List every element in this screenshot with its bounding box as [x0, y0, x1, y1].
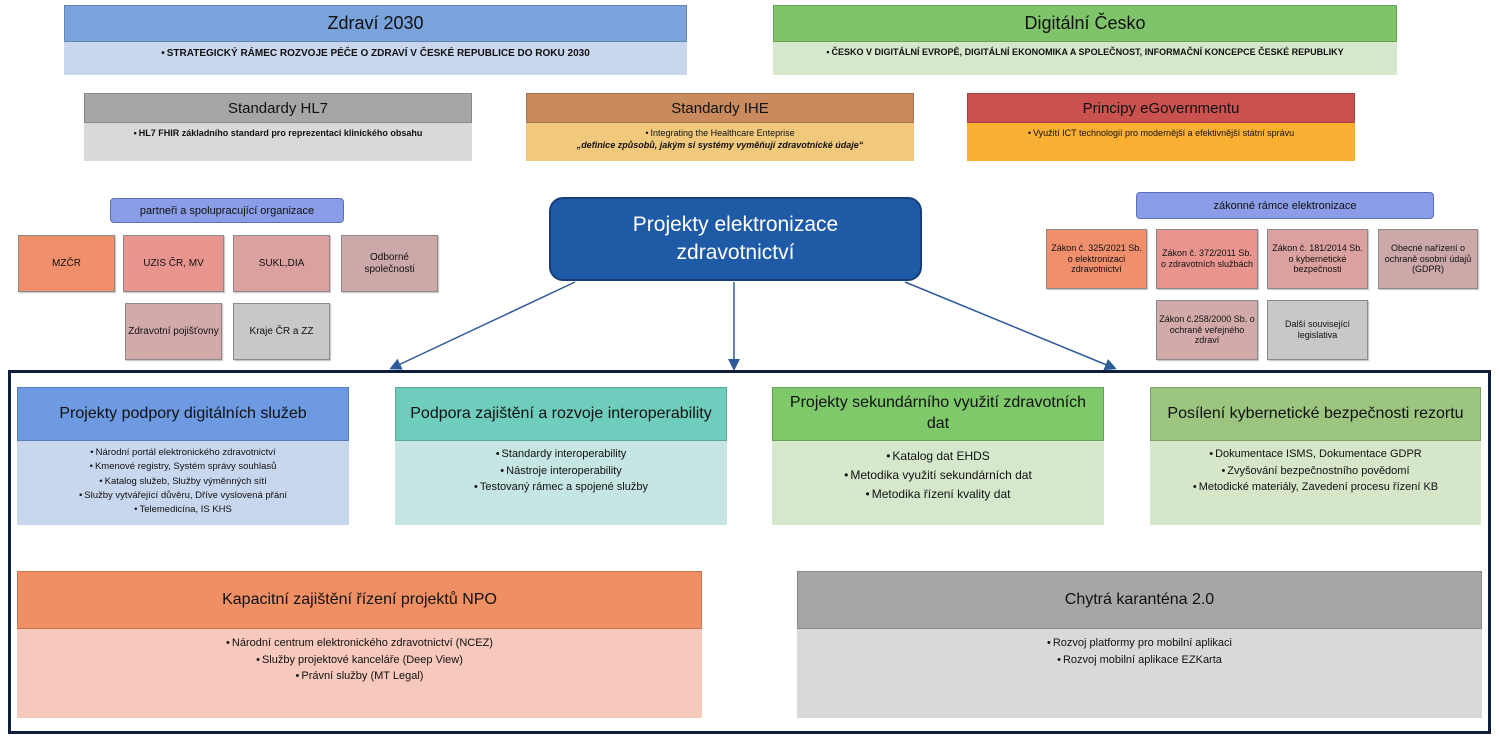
pillar-digital-services-item: Národní portál elektronického zdravotnic… [79, 446, 287, 460]
pillar-secondary-data-header: Projekty sekundárního využití zdravotníc… [772, 387, 1104, 441]
pillar-cyber-security-header: Posílení kybernetické bezpečnosti rezort… [1150, 387, 1481, 441]
npo-capacity-item: Právní služby (MT Legal) [226, 668, 493, 685]
pillar-interoperability-item: Standardy interoperability [474, 446, 648, 463]
law-181-2014: Zákon č. 181/2014 Sb. o kybernetické bez… [1267, 229, 1368, 289]
pillar-secondary-data-item: Metodika řízení kvality dat [844, 485, 1032, 504]
egov-title: Principy eGovernmentu [1082, 99, 1240, 117]
partner-pojistovny: Zdravotní pojišťovny [125, 303, 222, 360]
npo-capacity-item: Národní centrum elektronického zdravotni… [226, 635, 493, 652]
partner-uzis-label: UZIS ČR, MV [143, 257, 204, 269]
npo-capacity-body: Národní centrum elektronického zdravotni… [17, 629, 702, 718]
pillar-interoperability-item: Nástroje interoperability [474, 463, 648, 480]
law-258-2000-label: Zákon č.258/2000 Sb. o ochraně veřejného… [1159, 313, 1255, 346]
digitalni-cesko-text: ČESKO V DIGITÁLNÍ EVROPĚ, DIGITÁLNÍ EKON… [826, 47, 1344, 57]
pillar-interoperability-header: Podpora zajištění a rozvoje interoperabi… [395, 387, 727, 441]
pillar-cyber-security-item: Dokumentace ISMS, Dokumentace GDPR [1193, 446, 1438, 463]
digitalni-cesko-title: Digitální Česko [1024, 13, 1146, 33]
partners-label-text: partneři a spolupracující organizace [139, 204, 315, 217]
zdravi-2030-body: STRATEGICKÝ RÁMEC ROZVOJE PÉČE O ZDRAVÍ … [64, 42, 687, 75]
zdravi-2030-text: STRATEGICKÝ RÁMEC ROZVOJE PÉČE O ZDRAVÍ … [161, 48, 590, 59]
partner-mzcr-label: MZČR [52, 257, 81, 269]
pillar-secondary-data-item: Metodika využití sekundárních dat [844, 466, 1031, 485]
egov-header: Principy eGovernmentu [967, 93, 1355, 123]
ihe-header: Standardy IHE [526, 93, 914, 123]
law-325-2021: Zákon č. 325/2021 Sb. o elektronizaci zd… [1046, 229, 1147, 289]
legal-label: zákonné rámce elektronizace [1136, 192, 1434, 219]
pillar-secondary-data-body: Katalog dat EHDS Metodika využití sekund… [772, 441, 1104, 525]
law-gdpr: Obecné nařízení o ochraně osobní údajů (… [1378, 229, 1478, 289]
pillar-cyber-security-title: Posílení kybernetické bezpečnosti rezort… [1167, 405, 1464, 422]
npo-capacity-item: Služby projektové kanceláře (Deep View) [226, 652, 493, 669]
partners-label: partneři a spolupracující organizace [110, 198, 344, 223]
ihe-body: Integrating the Healthcare Enteprise „de… [526, 123, 914, 161]
partner-odborne-label: Odborné společnosti [364, 251, 415, 275]
pillar-digital-services-item: Katalog služeb, Služby výměnných sítí [79, 475, 287, 489]
smart-quarantine-header: Chytrá karanténa 2.0 [797, 571, 1482, 629]
smart-quarantine-title: Chytrá karanténa 2.0 [1064, 591, 1215, 608]
partner-kraje: Kraje ČR a ZZ [233, 303, 330, 360]
digitalni-cesko-body: ČESKO V DIGITÁLNÍ EVROPĚ, DIGITÁLNÍ EKON… [773, 42, 1397, 75]
law-other-label: Další související legislativa [1284, 319, 1351, 340]
partner-mzcr: MZČR [18, 235, 115, 292]
pillar-digital-services-item: Kmenové registry, Systém správy souhlasů [79, 460, 287, 474]
partner-kraje-label: Kraje ČR a ZZ [249, 325, 314, 337]
pillar-secondary-data-item: Katalog dat EHDS [844, 447, 1032, 466]
projects-frame [8, 370, 1491, 734]
law-181-2014-label: Zákon č. 181/2014 Sb. o kybernetické bez… [1272, 242, 1363, 275]
pillar-interoperability-item: Testovaný rámec a spojené služby [474, 479, 648, 496]
pillar-secondary-data-title: Projekty sekundárního využití zdravotníc… [789, 394, 1087, 432]
law-258-2000: Zákon č.258/2000 Sb. o ochraně veřejného… [1156, 300, 1258, 360]
hl7-body: HL7 FHIR základního standard pro repreze… [84, 123, 472, 161]
digitalni-cesko-header: Digitální Česko [773, 5, 1397, 42]
pillar-interoperability-body: Standardy interoperability Nástroje inte… [395, 441, 727, 525]
pillar-digital-services-item: Telemedicína, IS KHS [79, 503, 287, 517]
law-other: Další související legislativa [1267, 300, 1368, 360]
center-title-box: Projekty elektronizace zdravotnictví [549, 197, 922, 281]
partner-sukl: SUKL,DIA [233, 235, 330, 292]
pillar-digital-services-header: Projekty podpory digitálních služeb [17, 387, 349, 441]
ihe-text: Integrating the Healthcare Enteprise [645, 127, 795, 139]
egov-text: Využití ICT technologií pro modernější a… [1028, 128, 1294, 138]
pillar-cyber-security-item: Zvyšování bezpečnostního povědomí [1193, 463, 1438, 480]
pillar-digital-services-body: Národní portál elektronického zdravotnic… [17, 441, 349, 525]
partner-uzis: UZIS ČR, MV [123, 235, 224, 292]
pillar-cyber-security-body: Dokumentace ISMS, Dokumentace GDPR Zvyšo… [1150, 441, 1481, 525]
smart-quarantine-body: Rozvoj platformy pro mobilní aplikaci Ro… [797, 629, 1482, 718]
partner-odborne: Odborné společnosti [341, 235, 438, 292]
npo-capacity-title: Kapacitní zajištění řízení projektů NPO [222, 591, 497, 608]
arrow-right [904, 281, 1117, 371]
law-372-2011-label: Zákon č. 372/2011 Sb. o zdravotních služ… [1160, 248, 1254, 269]
legal-label-text: zákonné rámce elektronizace [1213, 199, 1357, 212]
hl7-text: HL7 FHIR základního standard pro repreze… [134, 128, 423, 138]
pillar-digital-services-title: Projekty podpory digitálních služeb [59, 405, 307, 422]
arrow-left [389, 281, 576, 370]
smart-quarantine-item: Rozvoj mobilní aplikace EZKarta [1047, 652, 1232, 669]
pillar-interoperability-title: Podpora zajištění a rozvoje interoperabi… [410, 405, 712, 422]
npo-capacity-header: Kapacitní zajištění řízení projektů NPO [17, 571, 702, 629]
hl7-title: Standardy HL7 [227, 99, 329, 117]
pillar-digital-services-item: Služby vytvářející důvěru, Dříve vyslove… [79, 489, 287, 503]
zdravi-2030-header: Zdraví 2030 [64, 5, 687, 42]
law-gdpr-label: Obecné nařízení o ochraně osobní údajů (… [1384, 242, 1472, 275]
zdravi-2030-title: Zdraví 2030 [327, 13, 424, 33]
partner-pojistovny-label: Zdravotní pojišťovny [128, 325, 219, 337]
hl7-header: Standardy HL7 [84, 93, 472, 123]
ihe-subtext: „definice způsobů, jakým si systémy vymě… [576, 140, 864, 151]
center-title: Projekty elektronizace zdravotnictví [632, 212, 839, 264]
ihe-title: Standardy IHE [671, 99, 769, 117]
pillar-cyber-security-item: Metodické materiály, Zavedení procesu ří… [1193, 479, 1438, 496]
law-325-2021-label: Zákon č. 325/2021 Sb. o elektronizaci zd… [1051, 242, 1142, 275]
egov-body: Využití ICT technologií pro modernější a… [967, 123, 1355, 161]
smart-quarantine-item: Rozvoj platformy pro mobilní aplikaci [1047, 635, 1232, 652]
law-372-2011: Zákon č. 372/2011 Sb. o zdravotních služ… [1156, 229, 1258, 289]
partner-sukl-label: SUKL,DIA [258, 257, 305, 269]
